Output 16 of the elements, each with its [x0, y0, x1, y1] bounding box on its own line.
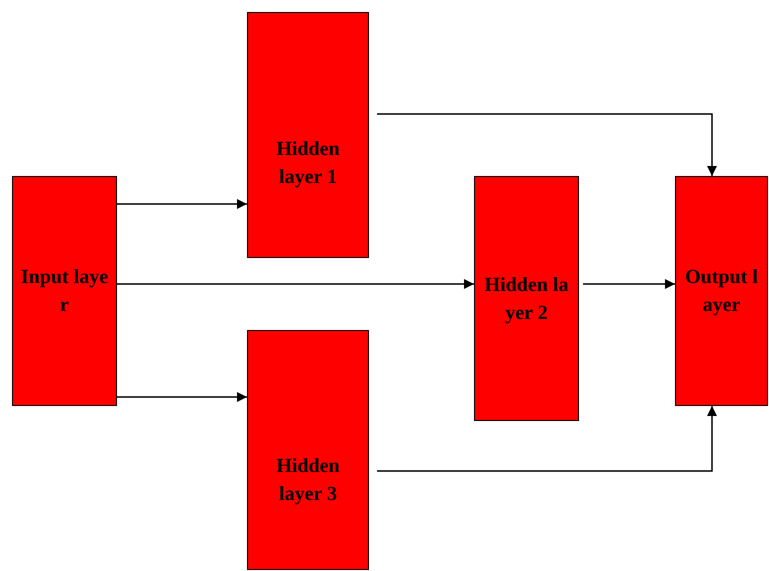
arrow	[117, 392, 247, 402]
arrow	[583, 279, 675, 289]
arrow	[377, 113, 717, 176]
layer-box	[675, 176, 768, 406]
layer-label: Hidden layer 2	[484, 272, 570, 326]
layer-box	[247, 330, 369, 570]
arrow	[117, 199, 247, 209]
layer-label: Input layer	[20, 265, 110, 318]
arrow	[117, 279, 474, 289]
arrow	[377, 406, 717, 472]
layer-box	[474, 176, 579, 421]
layer-label: Output layer	[684, 265, 759, 318]
layer-label: Hidden layer 1	[275, 137, 341, 190]
layer-box	[12, 176, 117, 406]
layer-box	[247, 12, 369, 258]
layer-label: Hidden layer 3	[275, 454, 341, 507]
